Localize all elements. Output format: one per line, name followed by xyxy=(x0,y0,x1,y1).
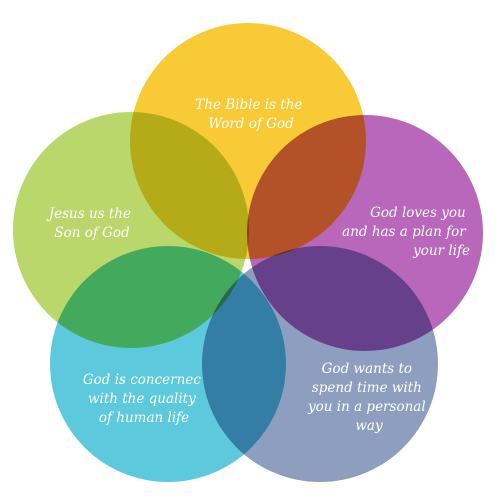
label-left-line: Son of God xyxy=(54,225,130,241)
label-bottom-right-line: God wants to xyxy=(322,361,412,377)
label-bottom-right-line: you in a personal xyxy=(307,399,426,415)
label-bottom-left-line: with the quality xyxy=(88,391,196,407)
label-bottom-left-line: God is concernec xyxy=(83,372,201,388)
label-bottom-left: God is concernec with the quality of hum… xyxy=(83,372,205,426)
label-top-line: The Bible is the xyxy=(195,97,302,113)
label-right-line: and has a plan for xyxy=(342,224,467,240)
labels-layer: The Bible is the Word of God Jesus us th… xyxy=(46,97,470,434)
label-left: Jesus us the Son of God xyxy=(46,206,136,241)
label-bottom-right: God wants to spend time with you in a pe… xyxy=(307,361,430,434)
label-left-line: Jesus us the xyxy=(46,206,131,222)
circles-layer xyxy=(13,23,483,482)
circle-bottom-right xyxy=(202,246,438,482)
label-right: God loves you and has a plan for your li… xyxy=(342,205,470,259)
label-bottom-left-line: of human life xyxy=(99,410,189,426)
label-right-line: your life xyxy=(412,243,470,259)
label-top: The Bible is the Word of God xyxy=(195,97,306,132)
label-bottom-right-line: way xyxy=(355,418,383,434)
label-top-line: Word of God xyxy=(208,116,294,132)
label-bottom-right-line: spend time with xyxy=(312,380,422,396)
label-right-line: God loves you xyxy=(370,205,466,221)
